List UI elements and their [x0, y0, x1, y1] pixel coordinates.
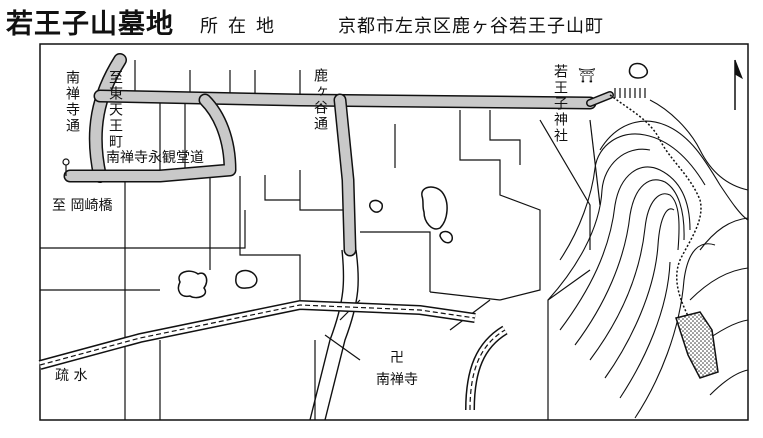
label-nanzenji-eikando-michi: 南禅寺永観堂道: [106, 149, 204, 166]
southern-road: [309, 249, 359, 421]
hill-contours: [547, 99, 749, 419]
cemetery-hatched-area: [675, 311, 719, 379]
sosui-canal: [38, 299, 508, 411]
label-shishigatani-dori: 鹿ヶ谷通: [312, 67, 328, 132]
page-title: 若王子山墓地: [6, 9, 174, 40]
hill-trail: [609, 94, 702, 321]
location-value: 京都市左京区鹿ヶ谷若王子山町: [338, 16, 604, 37]
torii-shrine-icon: ⛩: [578, 68, 596, 84]
ponds: [177, 62, 649, 299]
label-nanzenji-dori: 南禅寺通: [64, 70, 80, 134]
north-arrow-icon: [734, 59, 743, 110]
label-sosui: 疏 水: [55, 368, 87, 384]
label-to-okazaki-bashi: 至 岡崎橋: [52, 198, 112, 214]
map-frame: [39, 43, 749, 421]
street-blocks: [40, 60, 601, 420]
shrine-steps: [614, 88, 646, 98]
label-nanzenji: 南禅寺: [376, 372, 418, 388]
location-label: 所在地: [200, 16, 284, 37]
label-to-higashi-tenno: 至東天王町: [107, 70, 123, 150]
major-roads: [63, 53, 614, 257]
manji-temple-icon: 卍: [390, 350, 404, 366]
label-nyakuoji-jinja: 若王子神社: [552, 64, 568, 144]
road-marker-icon: [62, 158, 70, 176]
